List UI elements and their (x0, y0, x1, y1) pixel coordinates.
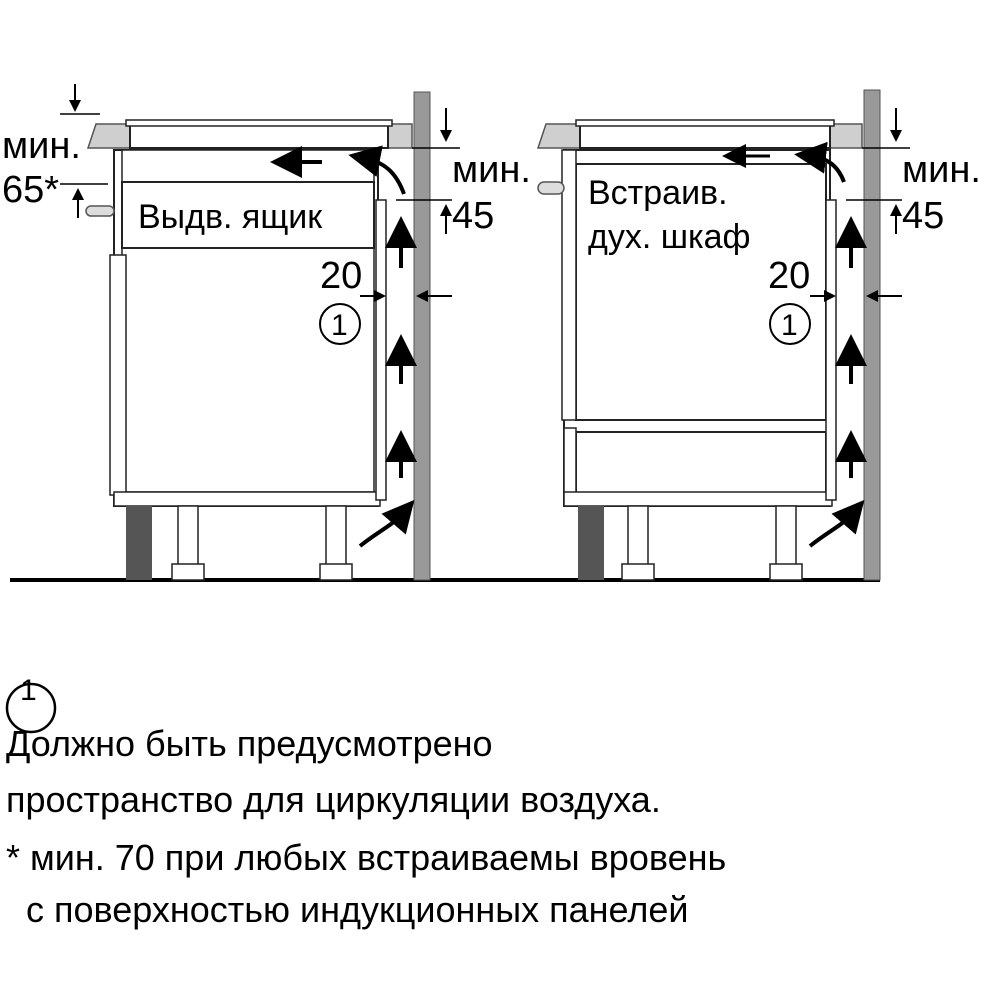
rear-min-label-right: мин. (902, 149, 981, 191)
drawer-handle (85, 205, 115, 217)
oven-label-line2: дух. шкаф (588, 218, 751, 256)
right-panel: мин. 45 Встраив. дух. шкаф 20 1 (536, 89, 981, 581)
airflow-arrows-left (270, 145, 417, 548)
legend-callout-number: 1 (20, 674, 37, 707)
gap-20-left: 20 (320, 255, 362, 297)
airflow-arrows-right (722, 141, 867, 548)
hob-left (129, 123, 389, 149)
legend-line-1: Должно быть предусмотрено (6, 723, 493, 764)
plinth-left (126, 506, 152, 580)
left-panel: мин. 65* мин. 45 Выдв. ящик 20 1 (2, 84, 531, 581)
callout-number-right: 1 (781, 309, 798, 342)
callout-circle-right (769, 303, 811, 345)
oven-handle (537, 181, 565, 195)
hob-right (579, 123, 831, 149)
footnote-line-1: * мин. 70 при любых встраиваемы вровень (6, 837, 727, 878)
drawer-front (121, 181, 375, 249)
legend-callout-circle (5, 682, 57, 734)
rear-min-45-right: 45 (902, 195, 944, 237)
wall-left (413, 91, 431, 581)
min-65-value: 65* (2, 169, 59, 211)
callout-circle-left (319, 303, 361, 345)
footnote-line-2: с поверхностью индукционных панелей (6, 889, 689, 930)
lower-drawer-right (575, 431, 827, 495)
callout-number-left: 1 (331, 309, 348, 342)
rear-min-45-left: 45 (452, 195, 494, 237)
drawer-label: Выдв. ящик (138, 198, 323, 236)
gap-20-right: 20 (768, 255, 810, 297)
rear-min-label-left: мин. (452, 149, 531, 191)
wall-right (863, 89, 881, 581)
plinth-right (578, 506, 604, 580)
legend-line-2: пространство для циркуляции воздуха. (6, 779, 661, 820)
cabinet-door-left (109, 254, 127, 496)
oven-label-line1: Встраив. (588, 174, 728, 212)
min-label-left: мин. (2, 125, 81, 167)
